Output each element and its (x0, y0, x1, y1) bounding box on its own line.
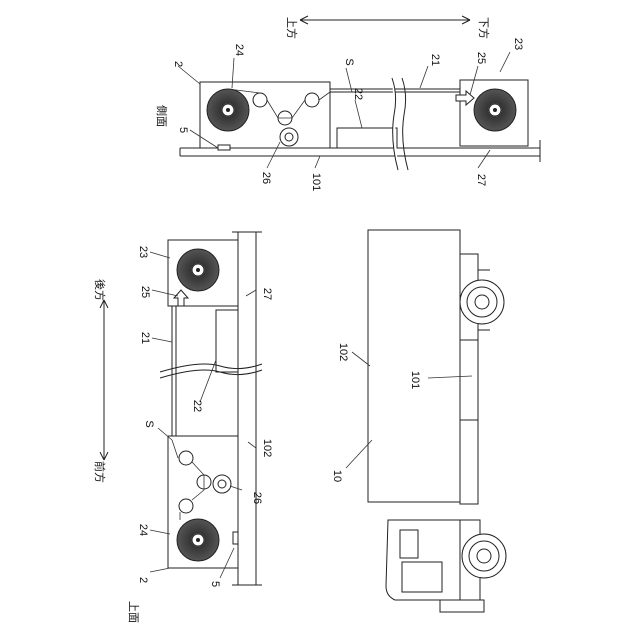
label-top-25: 25 (139, 286, 151, 298)
side-plate-22 (337, 128, 397, 148)
label-side-5: 5 (177, 127, 189, 133)
top-guide-roller-2 (179, 499, 193, 513)
truck-cab-window (400, 530, 418, 558)
label-truck-102: 102 (337, 343, 349, 361)
label-top-24: 24 (137, 524, 149, 536)
label-side-25: 25 (475, 52, 487, 64)
label-rear: 後方 (93, 279, 107, 301)
top-sensor-5 (233, 532, 238, 544)
truck-bumper (440, 600, 484, 612)
label-up: 上方 (285, 17, 299, 39)
label-top-23: 23 (137, 246, 149, 258)
label-side-21: 21 (429, 54, 441, 66)
label-side-22: 22 (352, 88, 364, 100)
label-top-2: 2 (137, 577, 149, 583)
truck-cab-door (402, 562, 442, 592)
top-view (100, 232, 262, 585)
top-guide-roller-1 (179, 451, 193, 465)
label-top-5: 5 (209, 581, 221, 587)
label-truck-10: 10 (331, 470, 343, 482)
label-top-22: 22 (191, 400, 203, 412)
side-guide-roller-1 (253, 93, 267, 107)
label-top-21: 21 (139, 332, 151, 344)
label-side-23: 23 (512, 38, 524, 50)
label-top-S: S (143, 420, 155, 427)
label-side-24: 24 (233, 44, 245, 56)
label-side-26: 26 (260, 172, 272, 184)
truck-cargo-box (368, 230, 460, 502)
label-truck-101: 101 (409, 371, 421, 389)
label-top-view: 上面 (127, 601, 140, 623)
label-top-27: 27 (261, 288, 273, 300)
label-top-26: 26 (251, 492, 263, 504)
top-plate-22 (216, 310, 238, 372)
truck (346, 230, 506, 612)
label-front: 前方 (93, 461, 107, 483)
label-side-2: 2 (172, 61, 184, 67)
label-top-102: 102 (261, 439, 273, 457)
label-side-S: S (343, 58, 355, 65)
label-side-view: 側面 (155, 105, 168, 127)
label-down: 下方 (477, 17, 491, 39)
label-side-101: 101 (310, 173, 322, 191)
side-sensor-5 (218, 145, 230, 150)
side-guide-roller-2 (305, 93, 319, 107)
label-side-27: 27 (475, 174, 487, 186)
